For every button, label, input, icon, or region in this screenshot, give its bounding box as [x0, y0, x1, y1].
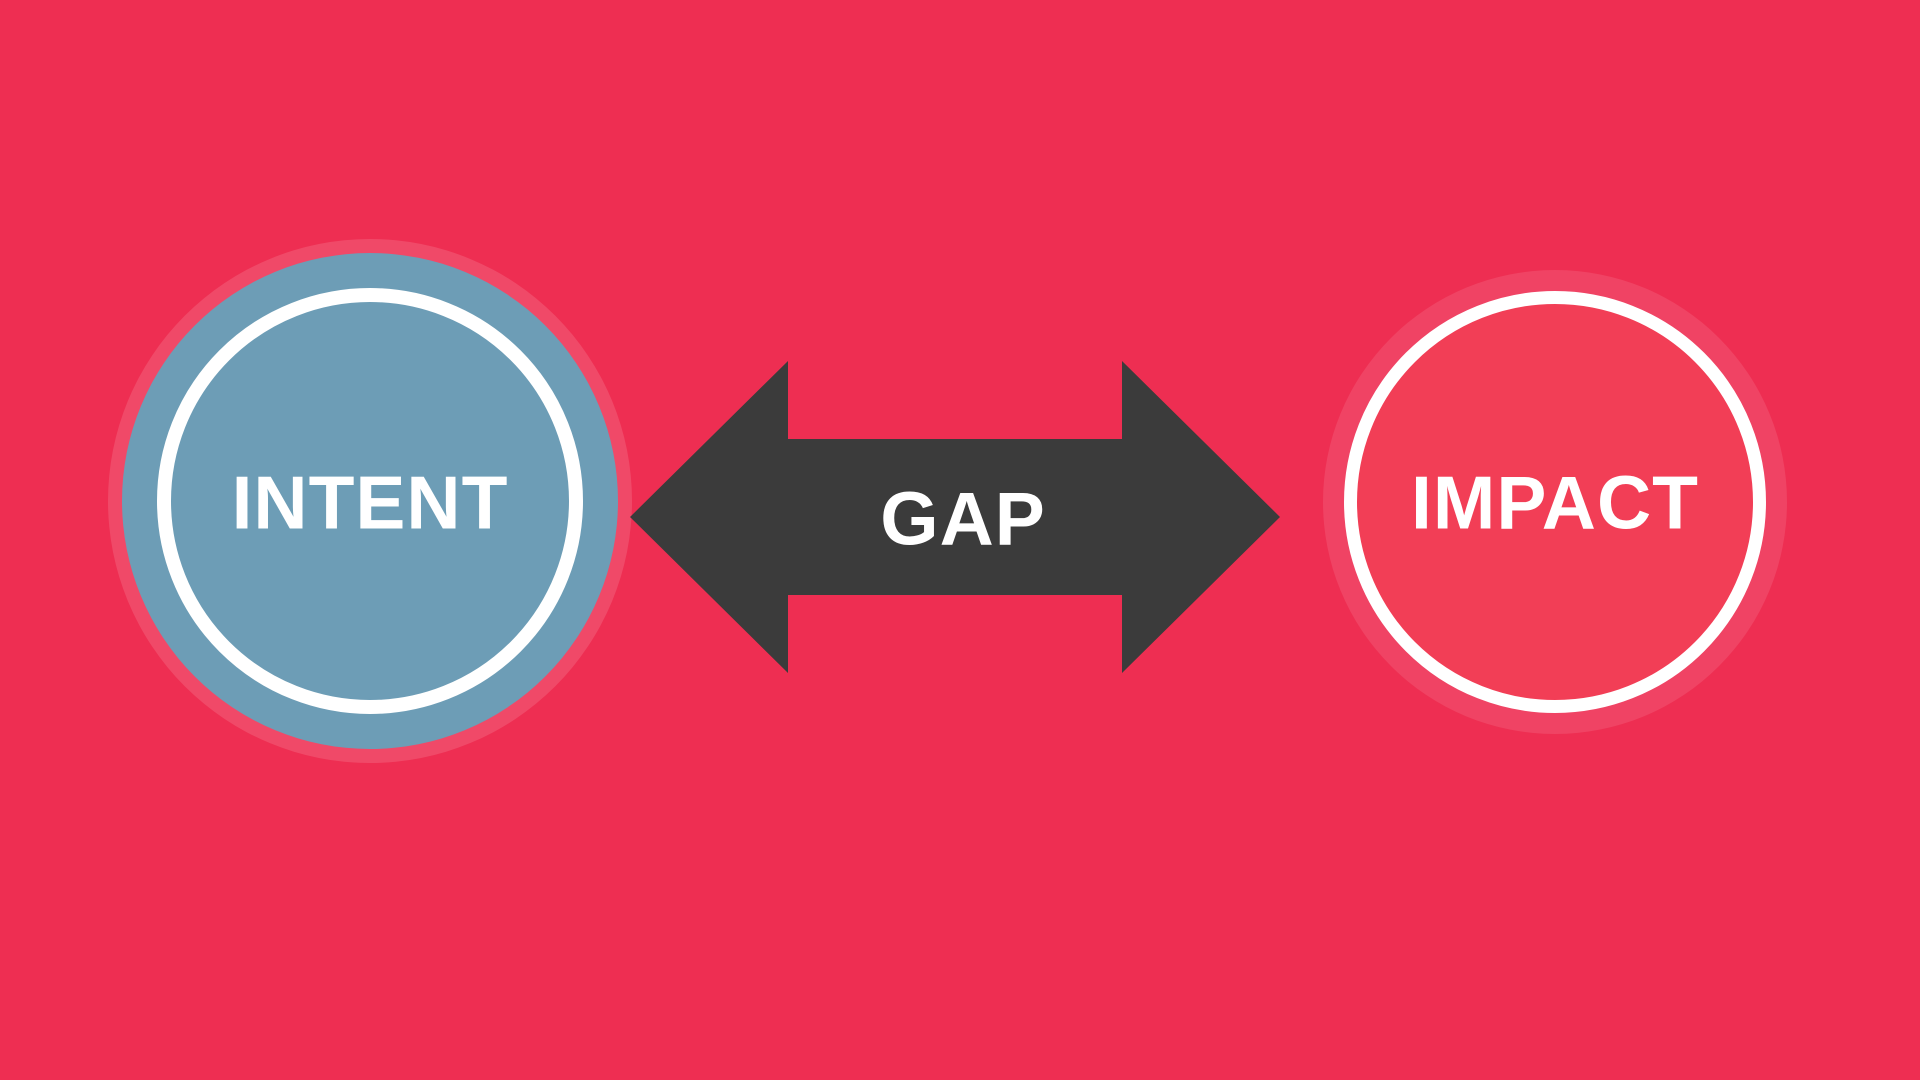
- impact-label: IMPACT: [1411, 460, 1699, 545]
- gap-double-arrow-icon: [630, 361, 1280, 673]
- intent-label: INTENT: [231, 460, 509, 545]
- gap-label: GAP: [880, 476, 1046, 561]
